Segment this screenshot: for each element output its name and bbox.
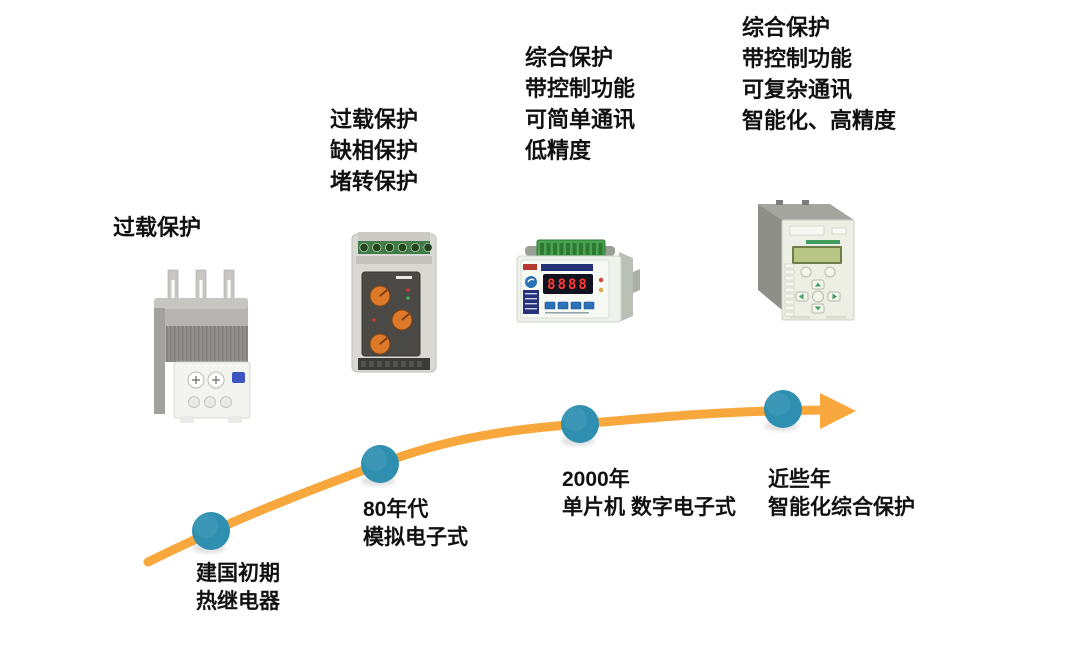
led-indicator <box>372 318 376 322</box>
timeline-dot-4 <box>764 390 802 428</box>
era-label-stage-4: 近些年 智能化综合保护 <box>768 466 915 522</box>
feature-block-stage-1: 过载保护 <box>113 212 201 243</box>
era-line: 近些年 <box>768 468 831 491</box>
feature-block-stage-3: 综合保护 带控制功能 可简单通讯 低精度 <box>525 42 635 166</box>
device-thermal-overload-relay-image <box>146 266 256 426</box>
arrowhead-icon <box>820 393 856 429</box>
relay-blue-lever <box>232 372 245 383</box>
dot-highlight <box>563 407 587 431</box>
timeline-dot-2 <box>361 445 399 483</box>
era-line: 80年代 <box>363 498 429 521</box>
terminal-screws <box>359 242 433 253</box>
timeline-dot-1 <box>192 512 230 550</box>
adjust-knob <box>369 285 413 355</box>
relay-prongs <box>167 269 235 301</box>
round-button <box>824 266 836 278</box>
feature-line: 综合保护 <box>525 45 614 70</box>
device-analog-electronic-relay-image <box>344 228 444 378</box>
nav-keypad <box>795 279 841 314</box>
round-button <box>800 266 812 278</box>
seven-segment-display <box>543 274 593 294</box>
feature-line: 带控制功能 <box>742 46 853 71</box>
era-line: 模拟电子式 <box>363 526 468 549</box>
era-line: 智能化综合保护 <box>768 496 915 519</box>
feature-line: 可复杂通讯 <box>742 77 853 102</box>
display-readout: 8888 <box>547 277 589 293</box>
feature-line: 缺相保护 <box>330 138 419 163</box>
era-line: 热继电器 <box>196 590 280 613</box>
feature-line: 过载保护 <box>330 107 419 132</box>
brand-green-text <box>806 240 840 244</box>
feature-line: 可简单通讯 <box>525 107 636 132</box>
era-line: 建国初期 <box>196 562 280 585</box>
era-label-stage-1: 建国初期 热继电器 <box>196 560 280 616</box>
dot-highlight <box>766 392 790 416</box>
feature-line: 综合保护 <box>742 15 831 40</box>
front-buttons <box>544 301 595 310</box>
era-line: 2000年 <box>562 468 630 491</box>
device-smart-protection-relay-image <box>746 198 858 323</box>
device-digital-motor-protector-image: 8888 <box>509 238 641 330</box>
alarm-led <box>598 287 604 293</box>
feature-line: 过载保护 <box>113 215 202 240</box>
led-slot-column <box>784 263 795 317</box>
era-label-stage-3: 2000年 单片机 数字电子式 <box>562 466 736 522</box>
timeline-dot-3 <box>561 405 599 443</box>
led-indicator <box>406 288 410 292</box>
dot-highlight <box>194 514 218 538</box>
terminal-slots <box>540 243 603 255</box>
brand-logo <box>525 276 537 288</box>
title-strip <box>541 264 593 271</box>
feature-line: 堵转保护 <box>330 169 419 194</box>
feature-block-stage-4: 综合保护 带控制功能 可复杂通讯 智能化、高精度 <box>742 12 896 136</box>
feature-line: 低精度 <box>525 138 592 163</box>
feature-line: 带控制功能 <box>525 76 636 101</box>
trip-led <box>598 277 604 283</box>
led-indicator <box>406 296 410 300</box>
feature-line: 智能化、高精度 <box>742 108 897 133</box>
era-label-stage-2: 80年代 模拟电子式 <box>363 496 468 552</box>
dot-highlight <box>363 447 387 471</box>
feature-block-stage-2: 过载保护 缺相保护 堵转保护 <box>330 104 418 197</box>
era-line: 单片机 数字电子式 <box>562 496 736 519</box>
